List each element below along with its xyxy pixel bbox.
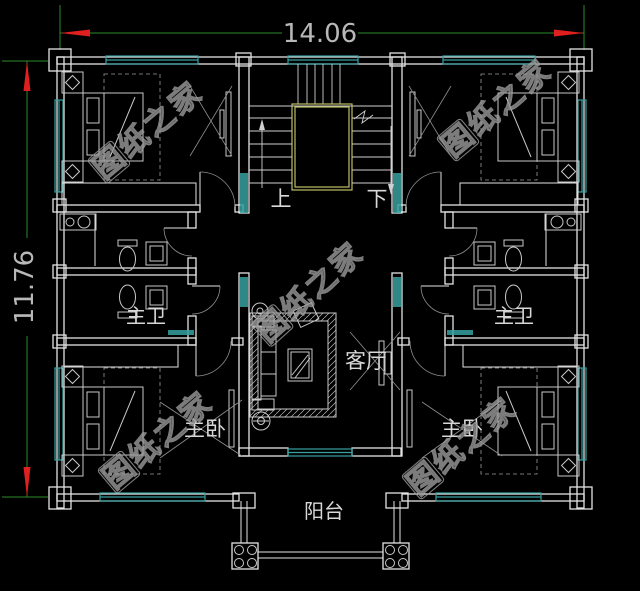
windows — [54, 55, 587, 502]
bedroom-right-label: 主卧 — [441, 417, 483, 441]
tv-panel — [406, 389, 413, 448]
nightstand — [61, 365, 84, 388]
bedroom-top-left — [61, 71, 236, 208]
dimension-width-label: 14.06 — [283, 19, 357, 49]
watermark-text: 图纸之家 — [436, 53, 560, 165]
door-arc — [191, 285, 221, 315]
dim-arrow-down — [23, 467, 31, 497]
balcony: 阳台 — [231, 499, 410, 570]
living-room-label: 客厅 — [345, 349, 387, 373]
nightstand — [61, 160, 84, 183]
bedroom-bottom-right: 主卧 — [406, 340, 580, 477]
wardrobe — [462, 344, 578, 368]
wardrobe — [61, 182, 197, 206]
nightstand — [557, 365, 580, 388]
sink — [473, 285, 496, 310]
door-arc — [195, 340, 232, 377]
bed — [497, 386, 559, 456]
down-arrow — [388, 184, 394, 195]
dim-arrow-up — [23, 61, 31, 91]
exterior-walls — [56, 56, 585, 509]
corner-columns — [48, 48, 593, 510]
bathroom-left: 主卫 — [59, 213, 221, 328]
left-dimension: 11.76 — [2, 60, 48, 498]
nightstand — [557, 160, 580, 183]
sink — [145, 241, 168, 266]
nightstand — [61, 454, 84, 477]
toilet — [117, 239, 138, 247]
door-arc — [409, 340, 446, 377]
nightstand — [557, 71, 580, 94]
side-table — [251, 411, 271, 431]
bedroom-bottom-left: 主卧 — [61, 340, 243, 477]
living-room: 客厅 — [249, 301, 401, 431]
side-table — [251, 302, 269, 320]
watermarks: 图纸之家 图纸之家 图纸之家 图纸之家 图纸之家 — [86, 52, 560, 503]
dimension-height-label: 11.76 — [10, 250, 40, 324]
door-arc — [405, 171, 442, 208]
bed — [497, 92, 559, 162]
toilet — [505, 284, 522, 310]
break-line — [353, 109, 374, 125]
staircase: 上 下 — [249, 64, 394, 211]
up-arrow — [259, 119, 265, 130]
basin-counter — [544, 213, 582, 231]
bedroom-top-right — [405, 71, 580, 208]
tv-cabinet — [378, 340, 385, 386]
armchair — [292, 301, 320, 329]
bed — [82, 92, 144, 162]
toilet — [503, 239, 524, 247]
dim-arrow-left — [60, 29, 90, 37]
tv-panel — [225, 91, 232, 157]
stairs-up-label: 上 — [271, 187, 292, 211]
basin-counter — [59, 213, 97, 231]
bathroom-right: 主卫 — [420, 213, 582, 328]
wardrobe — [459, 182, 579, 206]
bed — [82, 386, 144, 456]
coffee-table — [287, 348, 313, 382]
bath-left-label: 主卫 — [126, 304, 166, 328]
door-arc — [163, 227, 193, 257]
stairwell — [291, 103, 353, 191]
toilet — [119, 284, 136, 310]
nightstand — [557, 454, 580, 477]
bath-right-label: 主卫 — [494, 304, 534, 328]
tv-panel — [409, 91, 416, 157]
tv-panel — [228, 389, 235, 448]
dim-arrow-right — [554, 29, 584, 37]
column — [382, 542, 410, 570]
door-arc — [420, 285, 450, 315]
top-dimension: 14.06 — [59, 5, 585, 50]
bedroom-left-label: 主卧 — [184, 417, 226, 441]
watermark-text: 图纸之家 — [87, 75, 211, 187]
watermark-text: 图纸之家 — [401, 391, 525, 503]
door-arc — [448, 227, 478, 257]
sink — [145, 285, 168, 310]
wardrobe — [63, 344, 179, 368]
column — [231, 542, 259, 570]
door-arc — [199, 171, 236, 208]
nightstand — [61, 71, 84, 94]
sink — [473, 241, 496, 266]
stairs-down-label: 下 — [367, 187, 388, 211]
balcony-label: 阳台 — [304, 499, 344, 523]
